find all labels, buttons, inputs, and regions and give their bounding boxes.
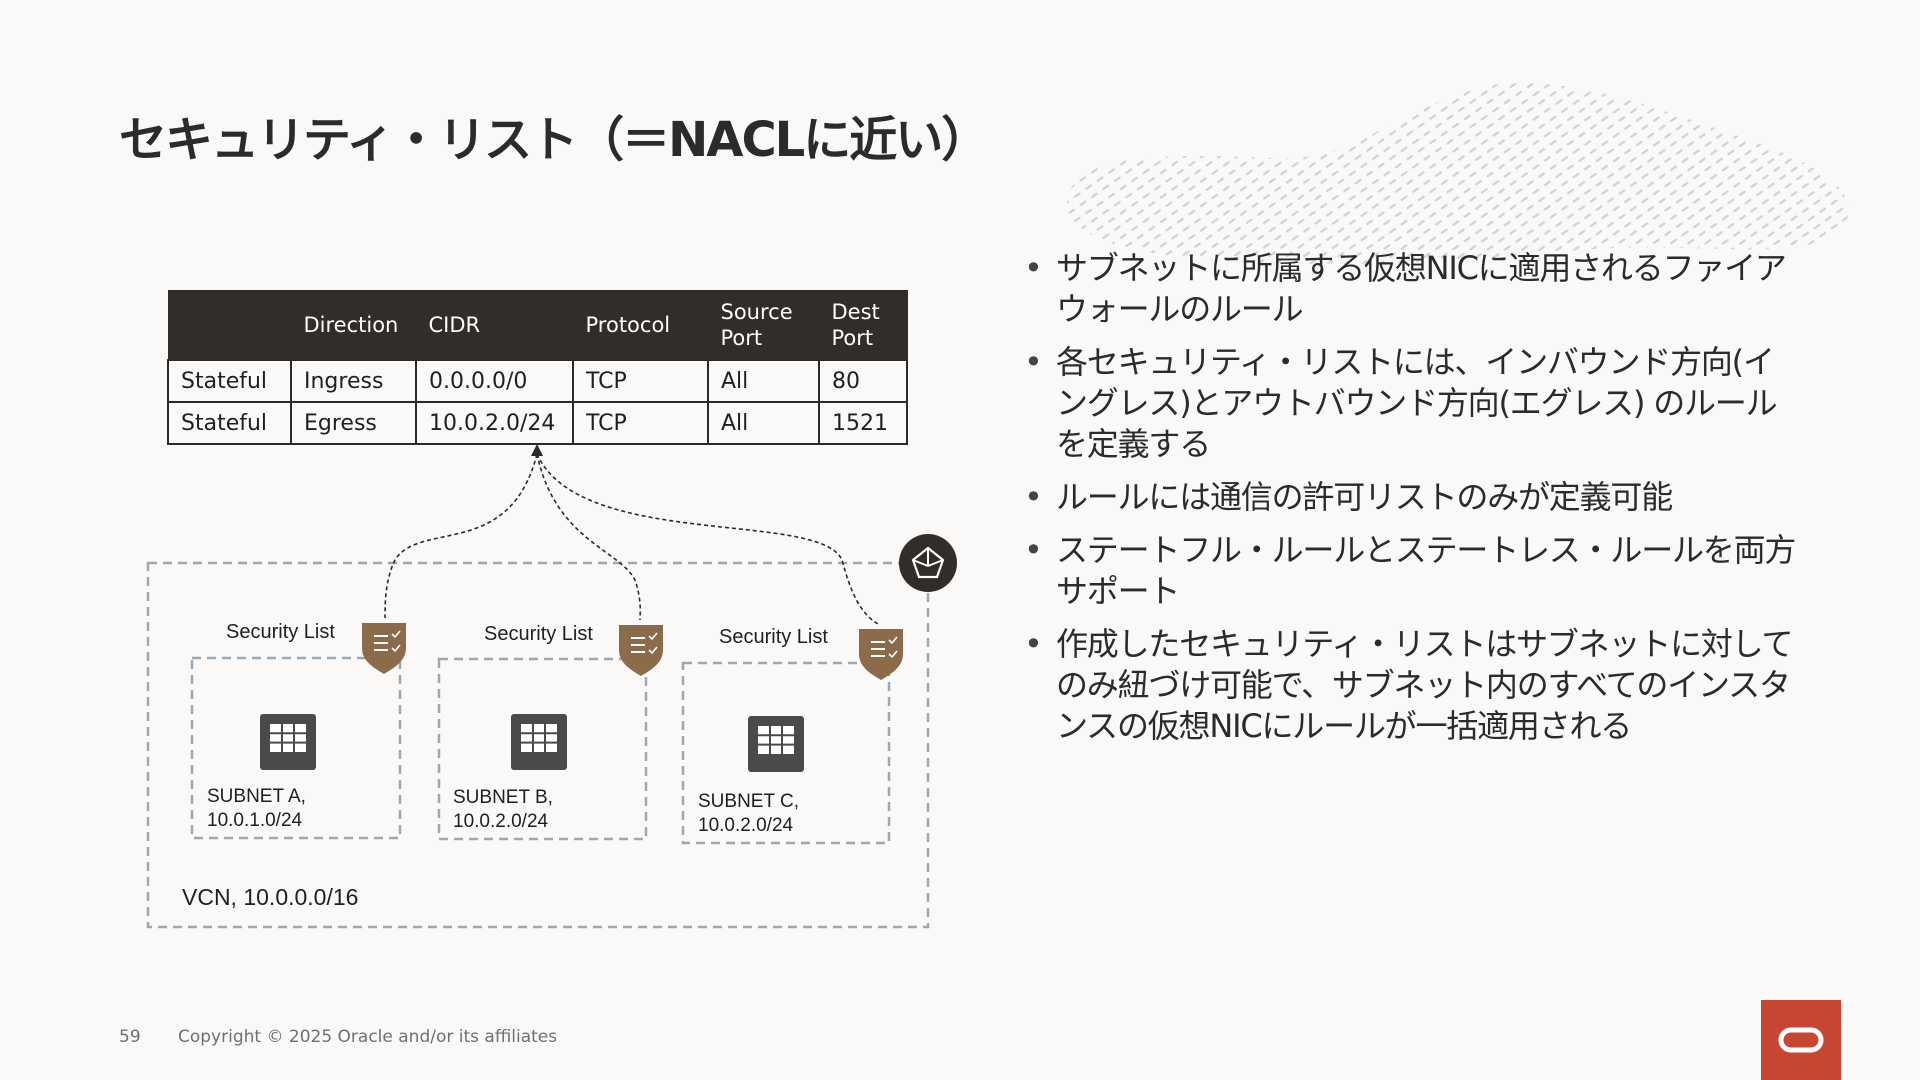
oracle-logo: [1761, 1000, 1841, 1080]
column-header: [167, 290, 292, 361]
connector-line-c: [536, 453, 881, 626]
security-list-label-c: Security List: [719, 626, 828, 648]
table-cell: All: [707, 401, 820, 445]
column-header-dest-port: Dest Port: [818, 290, 908, 361]
subnet-grid-icon: [748, 716, 804, 772]
page-title: セキュリティ・リスト（＝NACLに近い）: [119, 112, 989, 168]
table-row: Stateful Egress 10.0.2.0/24 TCP All 1521: [167, 401, 908, 445]
security-shield-icon: [362, 623, 406, 674]
table-cell: 1521: [818, 401, 908, 445]
list-item: サブネットに所属する仮想NICに適用されるファイアウォールのルール: [1020, 248, 1800, 330]
subnet-a-name: SUBNET A,: [207, 786, 306, 807]
arrow-head-icon: [531, 444, 543, 456]
vcn-boundary: [146, 561, 930, 929]
bullet-list: サブネットに所属する仮想NICに適用されるファイアウォールのルール 各セキュリテ…: [1020, 248, 1800, 759]
subnet-b-boundary: [437, 657, 648, 841]
subnet-grid-icon: [511, 714, 567, 770]
security-list-label-a: Security List: [226, 621, 335, 643]
table-header-row: Direction CIDR Protocol Source Port Dest…: [167, 290, 908, 361]
column-header-direction: Direction: [290, 290, 417, 361]
column-header-cidr: CIDR: [415, 290, 574, 361]
table-cell: Stateful: [167, 401, 292, 445]
list-item: ステートフル・ルールとステートレス・ルールを両方サポート: [1020, 530, 1800, 612]
decorative-pattern: [1067, 83, 1849, 264]
column-header-source-port: Source Port: [707, 290, 820, 361]
list-item: 各セキュリティ・リストには、インバウンド方向(イングレス)とアウトバウンド方向(…: [1020, 342, 1800, 465]
table-cell: Egress: [290, 401, 417, 445]
subnet-c-name: SUBNET C,: [698, 791, 799, 812]
table-cell: TCP: [572, 359, 709, 403]
connector-line-b: [536, 453, 642, 621]
security-shield-icon: [619, 625, 663, 676]
list-item: 作成したセキュリティ・リストはサブネットに対してのみ紐づけ可能で、サブネット内の…: [1020, 624, 1800, 747]
table-cell: All: [707, 359, 820, 403]
subnet-c-boundary: [681, 661, 891, 845]
copyright-text: Copyright © 2025 Oracle and/or its affil…: [178, 1027, 558, 1047]
table-cell: 0.0.0.0/0: [415, 359, 574, 403]
connector-line-a: [384, 453, 538, 619]
vcn-label: VCN, 10.0.0.0/16: [182, 884, 358, 910]
security-list-label-b: Security List: [484, 623, 593, 645]
table-cell: Stateful: [167, 359, 292, 403]
page-number: 59: [119, 1027, 141, 1047]
subnet-c-cidr: 10.0.2.0/24: [698, 815, 794, 836]
subnet-b-name: SUBNET B,: [453, 787, 553, 808]
table-cell: 80: [818, 359, 908, 403]
security-rules-table: Direction CIDR Protocol Source Port Dest…: [167, 290, 908, 445]
table-cell: 10.0.2.0/24: [415, 401, 574, 445]
subnet-a-boundary: [190, 656, 402, 840]
network-gateway-icon: [899, 534, 957, 592]
subnet-grid-icon: [260, 714, 316, 770]
security-shield-icon: [859, 629, 903, 680]
table-cell: Ingress: [290, 359, 417, 403]
subnet-a-cidr: 10.0.1.0/24: [207, 810, 303, 831]
table-row: Stateful Ingress 0.0.0.0/0 TCP All 80: [167, 359, 908, 403]
table-cell: TCP: [572, 401, 709, 445]
subnet-b-cidr: 10.0.2.0/24: [453, 811, 549, 832]
list-item: ルールには通信の許可リストのみが定義可能: [1020, 477, 1800, 518]
column-header-protocol: Protocol: [572, 290, 709, 361]
oracle-logo-icon: [1778, 1027, 1824, 1053]
